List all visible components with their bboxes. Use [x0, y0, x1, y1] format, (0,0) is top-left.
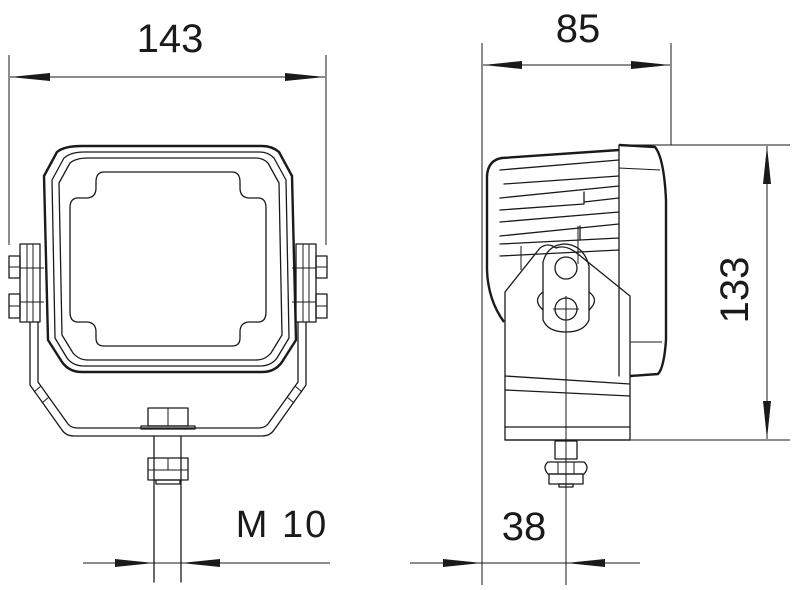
left-mount-bolts: [8, 243, 44, 323]
lamp-lens: [69, 171, 267, 347]
dimension-depth-85: 85: [481, 7, 672, 585]
dimension-thread-m10: M 10: [83, 504, 330, 567]
u-bracket: [29, 321, 307, 437]
side-view: 85 133: [410, 7, 790, 585]
dimension-label-38: 38: [502, 505, 547, 549]
dimension-label-m10: M 10: [236, 504, 328, 546]
lamp-housing-front: [42, 144, 298, 374]
bottom-mount-bolt-side: [544, 440, 588, 488]
dimension-height-133: 133: [620, 144, 790, 441]
dimension-width-143: 143: [8, 17, 327, 245]
dimension-offset-38: 38: [410, 505, 640, 567]
dimension-label-143: 143: [137, 17, 204, 61]
lamp-bezel-side: [618, 143, 668, 378]
dimension-label-85: 85: [556, 7, 601, 51]
right-mount-bolts: [292, 243, 328, 323]
lamp-housing-fins: [485, 148, 620, 323]
bottom-mount-bolt-front: [140, 407, 196, 583]
dimension-label-133: 133: [713, 257, 757, 324]
front-view: 143: [8, 17, 330, 583]
